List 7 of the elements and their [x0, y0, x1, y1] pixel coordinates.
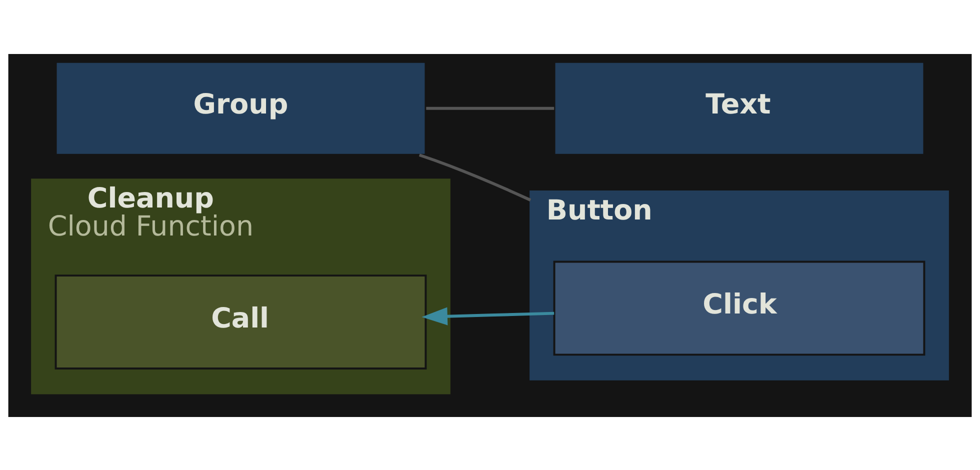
connector: [418, 153, 532, 201]
arrow: [422, 306, 554, 325]
node-box: Text: [553, 60, 926, 156]
node-box: Click: [553, 260, 926, 356]
connector: [426, 106, 554, 110]
node-box: Group: [54, 60, 427, 156]
node-box: Call: [54, 274, 427, 370]
